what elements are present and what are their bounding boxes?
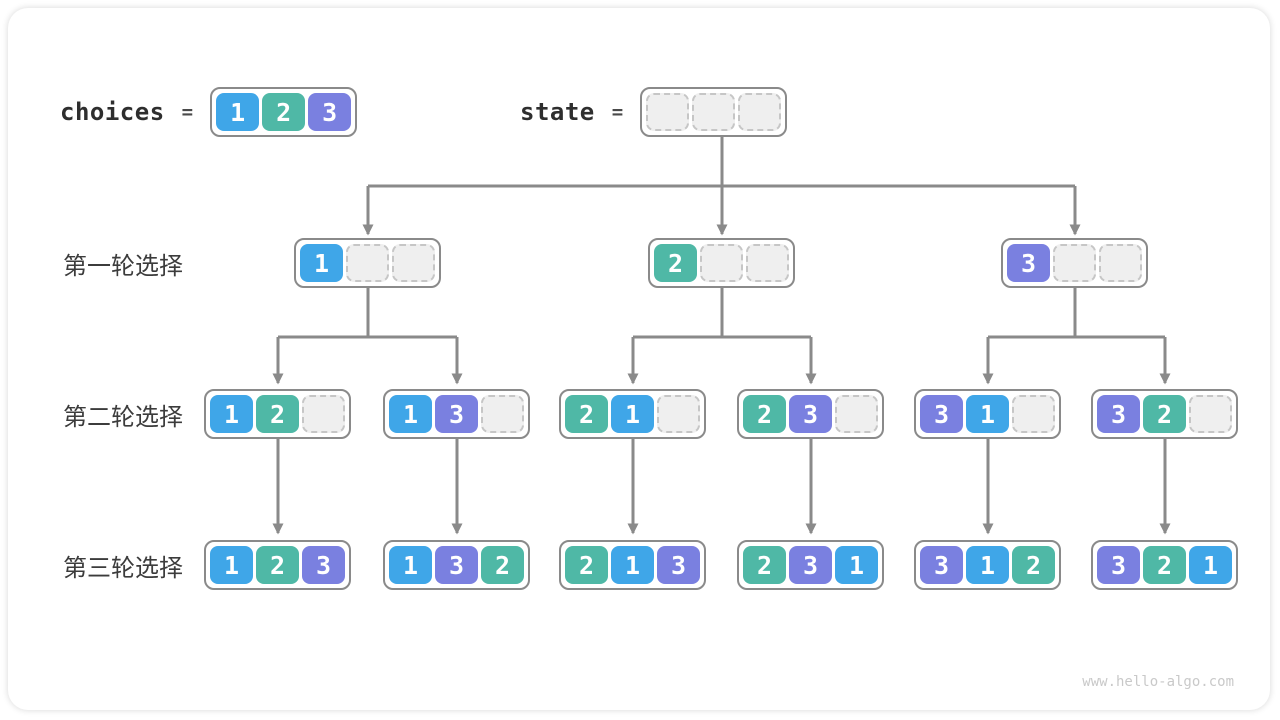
state-cell-filled: 1 — [210, 546, 253, 584]
state-label: state — [520, 98, 595, 126]
state-cell-filled: 3 — [308, 93, 352, 131]
state-cell-filled: 1 — [611, 395, 654, 433]
state-cell-filled: 3 — [657, 546, 700, 584]
state-node: 3 — [1001, 238, 1148, 288]
state-box-slot — [640, 87, 788, 137]
state-cell-filled: 3 — [789, 546, 832, 584]
state-cell-filled: 3 — [1097, 395, 1140, 433]
state-cell-empty — [657, 395, 700, 433]
state-cell-filled: 1 — [216, 93, 260, 131]
state-cell-filled: 1 — [835, 546, 878, 584]
state-cell-empty — [302, 395, 345, 433]
state-cell-empty — [346, 244, 389, 282]
state-cell-filled: 3 — [1097, 546, 1140, 584]
state-cell-filled: 3 — [1007, 244, 1050, 282]
state-cell-filled: 3 — [435, 546, 478, 584]
state-node: 1 — [294, 238, 441, 288]
state-cell-filled: 2 — [262, 93, 306, 131]
state-cell-filled: 1 — [966, 395, 1009, 433]
state-cell-filled: 1 — [300, 244, 343, 282]
state-cell-filled: 2 — [256, 546, 299, 584]
state-equals-sign: = — [611, 101, 624, 123]
state-cell-empty — [1189, 395, 1232, 433]
state-cell-filled: 3 — [302, 546, 345, 584]
state-cell-empty — [692, 93, 736, 131]
state-cell-empty — [746, 244, 789, 282]
choices-label: choices — [60, 98, 165, 126]
state-cell-filled: 3 — [920, 546, 963, 584]
watermark: www.hello-algo.com — [1082, 674, 1234, 690]
state-cell-filled: 3 — [789, 395, 832, 433]
round-label: 第二轮选择 — [63, 402, 183, 431]
state-cell-filled: 2 — [1143, 546, 1186, 584]
state-cell-empty — [835, 395, 878, 433]
choices-equals-sign: = — [181, 101, 194, 123]
state-cell-filled: 2 — [256, 395, 299, 433]
state-cell-empty — [1053, 244, 1096, 282]
state-cell-empty — [392, 244, 435, 282]
state-cell-empty — [700, 244, 743, 282]
state-group: state = — [520, 87, 788, 137]
state-cell-filled: 1 — [966, 546, 1009, 584]
state-cell-filled: 2 — [1143, 395, 1186, 433]
state-node: 2 — [648, 238, 795, 288]
state-cell-empty — [481, 395, 524, 433]
round-label: 第一轮选择 — [63, 251, 183, 280]
state-node — [640, 87, 788, 137]
state-cell-filled: 2 — [1012, 546, 1055, 584]
state-cell-filled: 2 — [565, 395, 608, 433]
state-cell-empty — [1099, 244, 1142, 282]
round-label: 第三轮选择 — [63, 553, 183, 582]
state-cell-filled: 2 — [743, 546, 786, 584]
state-cell-filled: 2 — [743, 395, 786, 433]
state-cell-empty — [1012, 395, 1055, 433]
state-cell-filled: 1 — [1189, 546, 1232, 584]
state-cell-empty — [738, 93, 782, 131]
state-cell-filled: 2 — [565, 546, 608, 584]
state-cell-filled: 2 — [654, 244, 697, 282]
state-cell-filled: 1 — [611, 546, 654, 584]
state-cell-filled: 1 — [389, 546, 432, 584]
state-cell-empty — [646, 93, 690, 131]
state-cell-filled: 2 — [481, 546, 524, 584]
state-cell-filled: 1 — [210, 395, 253, 433]
state-cell-filled: 3 — [435, 395, 478, 433]
state-cell-filled: 1 — [389, 395, 432, 433]
state-cell-filled: 3 — [920, 395, 963, 433]
